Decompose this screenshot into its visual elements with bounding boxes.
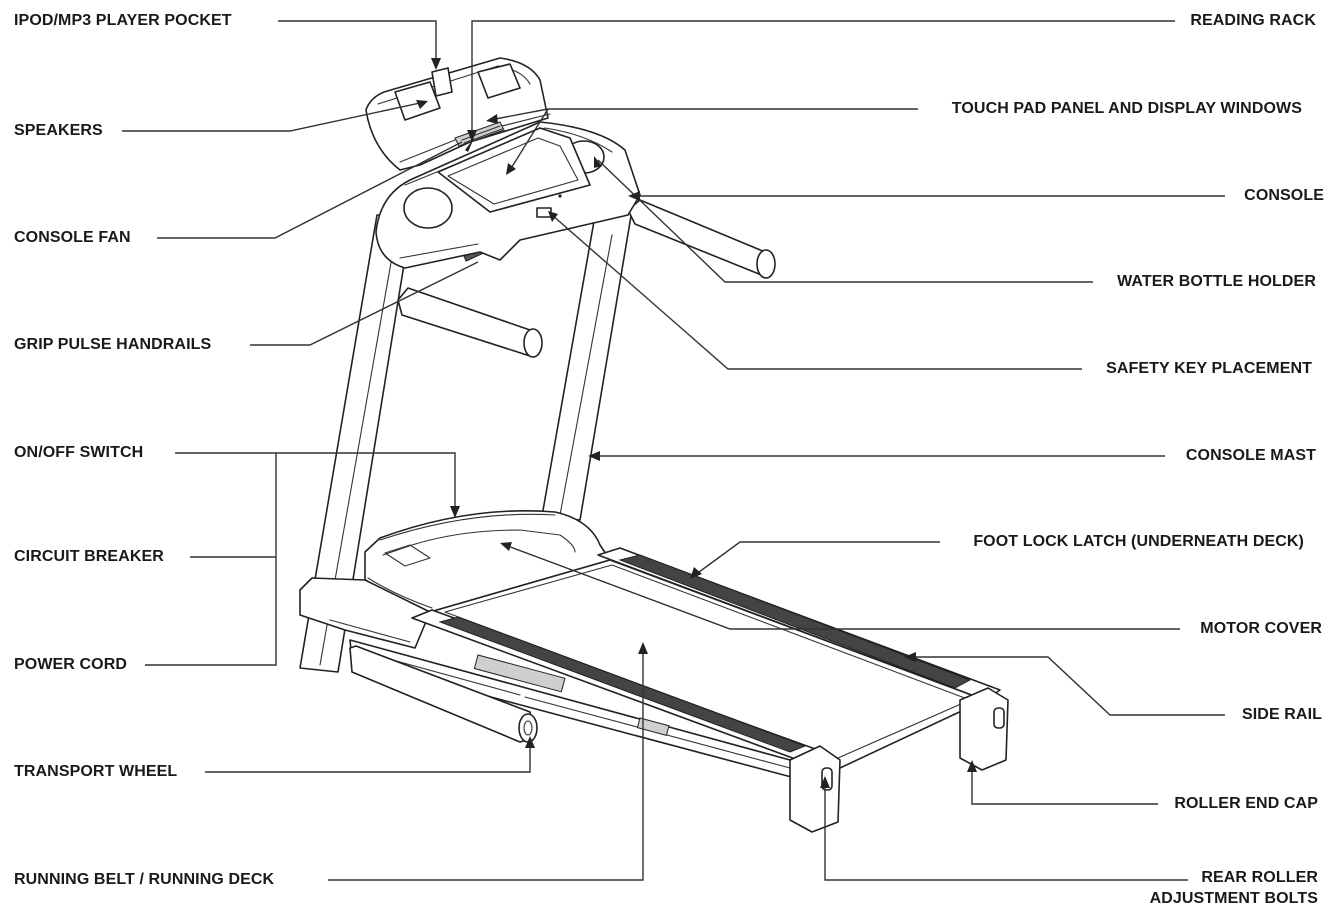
label-safety-key: SAFETY KEY PLACEMENT: [1106, 360, 1312, 377]
label-console-mast: CONSOLE MAST: [1185, 447, 1316, 464]
label-foot-lock-latch: FOOT LOCK LATCH (UNDERNEATH DECK): [973, 533, 1304, 550]
leader-side-rail: [910, 656, 1225, 716]
label-reading-rack: READING RACK: [1190, 12, 1316, 29]
water-bottle-holder-left: [403, 187, 453, 229]
rear-end-cap-left: [789, 745, 841, 833]
leader-motor-cover: [504, 544, 1180, 630]
label-rear-roller: REAR ROLLER: [1201, 869, 1318, 886]
label-console: CONSOLE: [1244, 187, 1324, 204]
leader-safety-key: [551, 214, 1082, 370]
transport-wheel-shape: [518, 713, 538, 743]
label-motor-cover: MOTOR COVER: [1200, 620, 1322, 637]
label-roller-end-cap: ROLLER END CAP: [1174, 795, 1318, 812]
handrail-left: [397, 287, 541, 357]
leader-lines: [122, 20, 1225, 881]
motor-side-panel: [299, 577, 431, 649]
label-on-off-switch: ON/OFF SWITCH: [14, 444, 144, 461]
console-mast-right: [541, 209, 633, 521]
rear-end-cap-right: [959, 687, 1009, 771]
leader-grip-pulse: [250, 261, 479, 346]
leader-speakers: [122, 102, 421, 132]
leader-power-cord: [145, 453, 277, 666]
label-power-cord: POWER CORD: [14, 656, 127, 673]
leader-foot-lock: [694, 541, 940, 576]
label-speakers: SPEAKERS: [14, 122, 103, 139]
label-touch-pad: TOUCH PAD PANEL AND DISPLAY WINDOWS: [951, 100, 1302, 117]
leader-reading-rack: [471, 20, 1175, 132]
label-transport-wheel: TRANSPORT WHEEL: [14, 763, 178, 780]
label-console-fan: CONSOLE FAN: [14, 229, 131, 246]
leader-on-off-switch: [175, 452, 456, 510]
leader-console-fan: [157, 141, 463, 239]
label-side-rail: SIDE RAIL: [1241, 706, 1322, 723]
leader-ipod-pocket: [278, 20, 437, 60]
leader-touch-pad: [489, 108, 918, 171]
label-water-bottle-holder: WATER BOTTLE HOLDER: [1117, 273, 1316, 290]
label-grip-pulse-handrails: GRIP PULSE HANDRAILS: [14, 336, 212, 353]
label-ipod-pocket: IPOD/MP3 PLAYER POCKET: [14, 12, 232, 29]
leader-running-belt: [328, 648, 644, 881]
treadmill-illustration: [299, 57, 1009, 833]
label-adjustment-bolts: ADJUSTMENT BOLTS: [1149, 890, 1318, 907]
ipod-pocket: [431, 67, 453, 97]
label-running-belt: RUNNING BELT / RUNNING DECK: [14, 871, 275, 888]
speaker-right: [477, 63, 521, 99]
leader-transport-wheel: [205, 742, 531, 773]
leader-water-bottle: [597, 159, 1093, 283]
leader-roller-end-cap: [971, 766, 1158, 805]
leader-rear-roller: [824, 782, 1188, 881]
label-circuit-breaker: CIRCUIT BREAKER: [14, 548, 164, 565]
handrail-right: [627, 199, 773, 277]
